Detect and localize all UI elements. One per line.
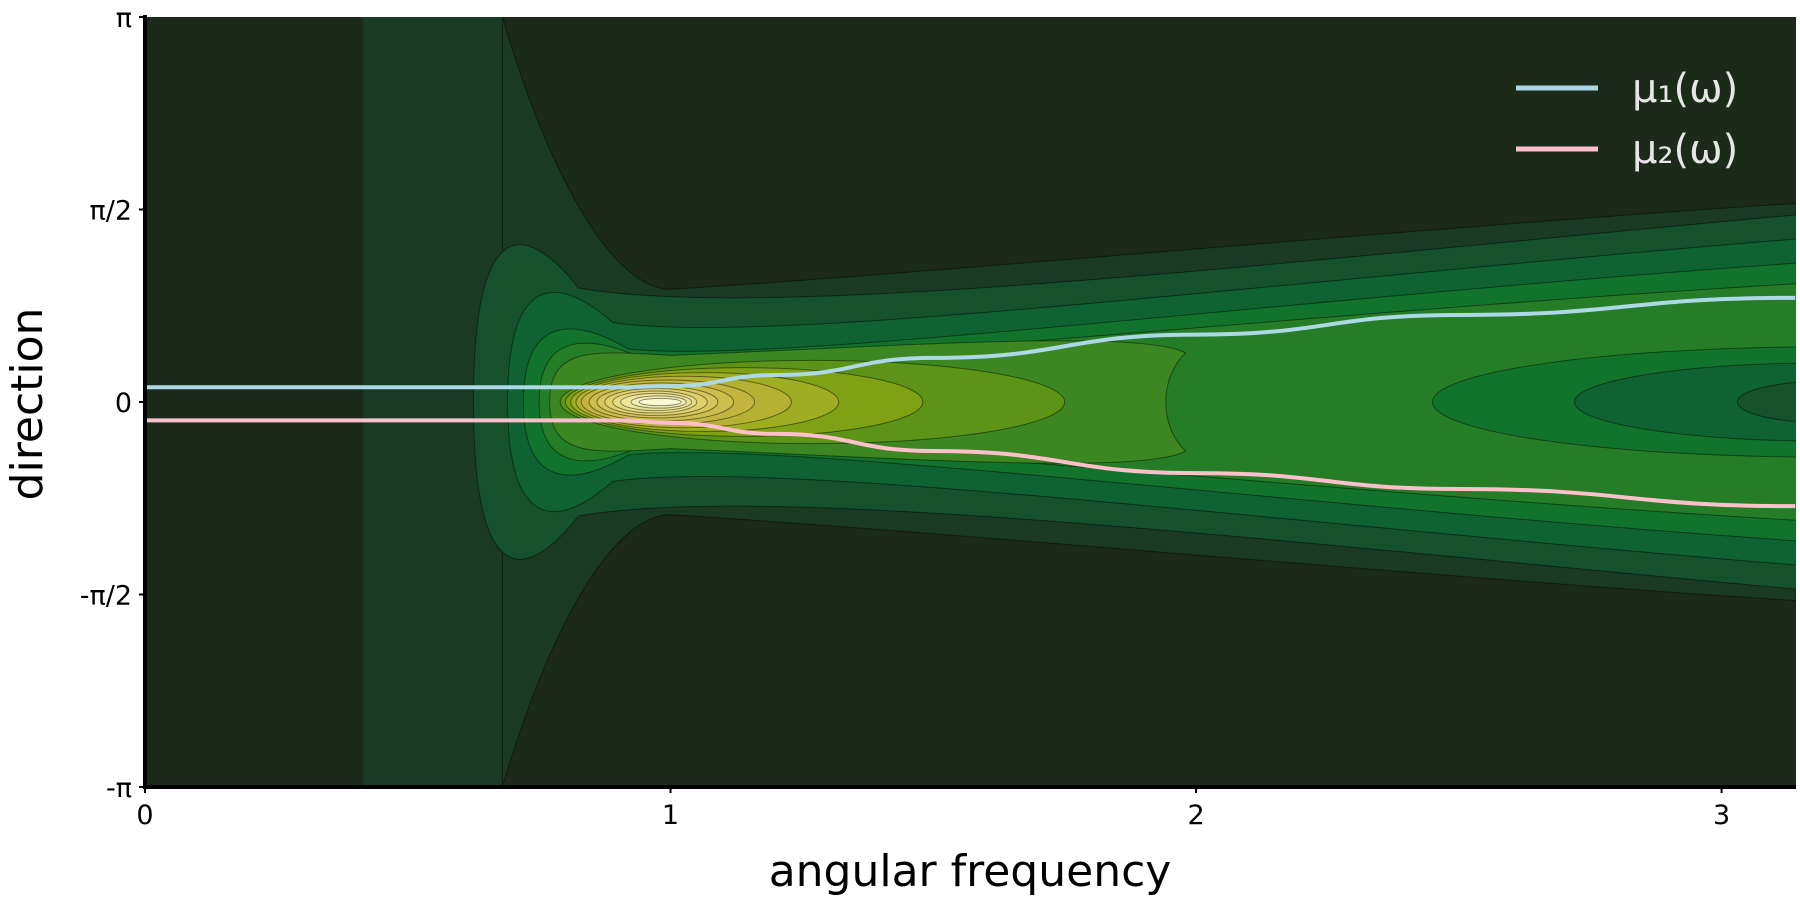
x-tick-label-1: 1 xyxy=(662,800,679,831)
legend-label-1: μ₁(ω) xyxy=(1632,66,1738,112)
series-layer xyxy=(145,295,1796,509)
contour-center-level-18 xyxy=(638,397,682,407)
x-tick-label-2: 2 xyxy=(1187,800,1204,831)
x-tick-label-3: 3 xyxy=(1713,800,1730,831)
series-line-1 xyxy=(145,295,1796,390)
y-tick-label-2: 0 xyxy=(115,388,132,419)
x-tick-label-0: 0 xyxy=(136,800,153,831)
legend: μ₁(ω) μ₂(ω) xyxy=(1516,66,1738,173)
y-tick-label-0: -π xyxy=(106,773,132,804)
series-line-2 xyxy=(145,418,1796,509)
x-axis-title: angular frequency xyxy=(769,846,1172,897)
y-tick-label-4: π xyxy=(116,3,132,34)
y-tick-label-1: -π/2 xyxy=(80,581,132,612)
contour-right-ellipse-1 xyxy=(1574,362,1796,442)
contour-level-1 xyxy=(363,17,503,787)
legend-label-2: μ₂(ω) xyxy=(1632,127,1738,173)
tick-layer: 0 1 2 3 -π -π/2 0 π/2 π xyxy=(80,3,1730,831)
contour-right-ellipse-2 xyxy=(1736,381,1796,423)
y-axis-title: direction xyxy=(2,308,53,501)
y-tick-label-3: π/2 xyxy=(89,195,132,226)
